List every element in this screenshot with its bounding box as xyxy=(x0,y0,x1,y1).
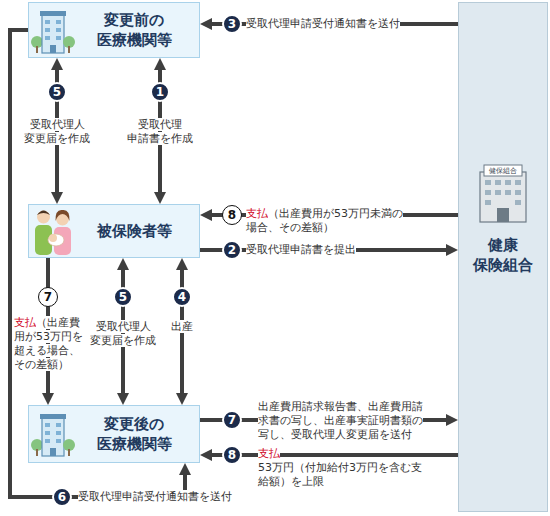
flow-arrow xyxy=(46,258,50,397)
edge-label: 受取代理申請書を提出 xyxy=(246,243,356,256)
node-title: 健康 保険組合 xyxy=(459,235,547,275)
label-slot: 受取代理 申請書を作成 xyxy=(124,118,196,146)
label-slot: 受取代理申請受付通知書を送付 xyxy=(78,490,253,504)
payment-label: 支払 xyxy=(14,316,36,329)
insurer-box: 健康 保険組合 xyxy=(458,2,548,512)
flow-arrow xyxy=(55,66,59,196)
flow-arrow xyxy=(158,66,162,196)
step-number: 1 xyxy=(150,82,170,102)
step-number: 3 xyxy=(222,14,242,34)
step-number: 5 xyxy=(113,287,133,307)
edge-label: 受取代理申請受付通知書を送付 xyxy=(246,17,400,30)
step-number: 2 xyxy=(222,240,242,260)
step-number: 6 xyxy=(52,487,72,507)
facility-box: 変更前の 医療機関等 xyxy=(28,2,200,58)
flow-arrow xyxy=(200,248,450,252)
flow-arrow xyxy=(208,22,458,26)
edge-label: （出産費用が53万円未満の場合、その差額） xyxy=(246,207,403,234)
node-title: 変更後の 医療機関等 xyxy=(69,414,199,454)
edge-label: 53万円（付加給付3万円を含む支給額）を上限 xyxy=(258,461,428,489)
edge-label: 受取代理 申請書を作成 xyxy=(127,118,193,145)
flow-arrow xyxy=(200,418,450,422)
label-slot: 支払53万円（付加給付3万円を含む支給額）を上限 xyxy=(258,447,428,489)
payment-label: 支払 xyxy=(258,447,280,460)
clinic-icon xyxy=(31,11,75,53)
flow-arrow xyxy=(208,213,458,217)
label-slot: 出産費用請求報告書、出産費用請求書の写し、出産事実証明書類の写し、受取代理人変更… xyxy=(258,400,428,442)
step-number: 8 xyxy=(222,205,242,225)
edge-label: （出産費用が53万円を超える場合、その差額） xyxy=(14,316,83,371)
label-slot: 受取代理申請書を提出 xyxy=(246,243,446,257)
label-slot: 受取代理申請受付通知書を送付 xyxy=(246,17,451,31)
node-title: 変更前の 医療機関等 xyxy=(69,10,199,50)
clinic-icon xyxy=(31,414,75,456)
label-slot: 出産 xyxy=(166,320,198,334)
step-number: 8 xyxy=(222,445,242,465)
payment-label: 支払 xyxy=(246,207,268,220)
union-building-icon xyxy=(480,165,526,222)
label-slot: 支払（出産費用が53万円未満の場合、その差額） xyxy=(246,207,411,235)
edge-label: 出産 xyxy=(171,320,193,333)
facility-box: 変更後の 医療機関等 xyxy=(28,405,200,463)
family-icon xyxy=(35,210,71,255)
edge-label: 出産費用請求報告書、出産費用請求書の写し、出産事実証明書類の写し、受取代理人変更… xyxy=(258,400,423,441)
edge-label: 受取代理人 変更届を作成 xyxy=(90,320,156,347)
flow-arrow xyxy=(121,266,125,397)
flow-arrow xyxy=(208,453,458,457)
node-title: 被保険者等 xyxy=(97,221,172,241)
insured-box: 被保険者等 xyxy=(28,204,200,258)
edge-label: 受取代理人 変更届を作成 xyxy=(24,118,90,145)
step-number: 5 xyxy=(47,82,67,102)
flow-arrow xyxy=(180,266,184,397)
label-slot: 支払（出産費用が53万円を超える場合、その差額） xyxy=(14,316,84,372)
step-number: 7 xyxy=(222,410,242,430)
label-slot: 受取代理人 変更届を作成 xyxy=(21,118,93,146)
label-slot: 受取代理人 変更届を作成 xyxy=(90,320,156,348)
step-number: 7 xyxy=(38,287,58,307)
step-number: 4 xyxy=(172,287,192,307)
edge-label: 受取代理申請受付通知書を送付 xyxy=(78,490,232,503)
flow-arrow xyxy=(10,30,185,497)
